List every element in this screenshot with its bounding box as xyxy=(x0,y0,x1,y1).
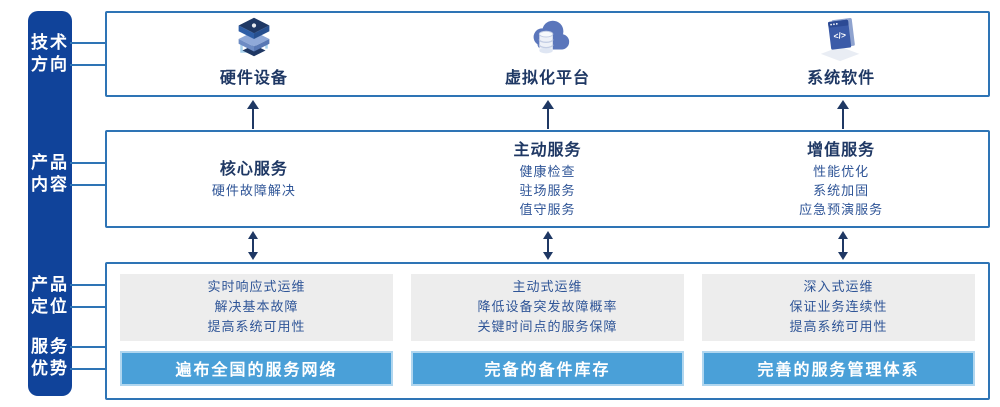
sidebar-label-tech-direction-2: 方向 xyxy=(31,55,69,74)
up-arrow-icon xyxy=(542,100,554,129)
sidebar-label-product-positioning-2: 定位 xyxy=(31,297,69,316)
sidebar-label-tech-direction-1: 技术 xyxy=(31,33,69,52)
up-arrow-icon xyxy=(247,100,259,129)
connector-line xyxy=(70,42,107,44)
positioning-point: 实时响应式运维 xyxy=(207,279,306,295)
service-item: 健康检查 xyxy=(519,163,576,179)
connector-line xyxy=(70,306,107,308)
positioning-point: 关键时间点的服务保障 xyxy=(477,319,618,335)
positioning-point: 提高系统可用性 xyxy=(789,319,888,335)
code-window-icon: </> xyxy=(820,18,860,62)
tech-item-virtualization: 虚拟化平台 xyxy=(401,13,695,95)
connector-line xyxy=(70,184,107,186)
product-content-panel: 核心服务 硬件故障解决 主动服务 健康检查 驻场服务 值守服务 增值服务 性能优… xyxy=(105,130,990,228)
category-sidebar xyxy=(28,11,72,396)
connector-line xyxy=(70,368,107,370)
advantage-bar: 完备的备件库存 xyxy=(411,350,684,386)
positioning-column-realtime: 实时响应式运维 解决基本故障 提高系统可用性 遍布全国的服务网络 xyxy=(120,274,393,386)
double-headed-arrow-icon xyxy=(543,231,553,260)
positioning-point: 降低设备突发故障概率 xyxy=(477,299,618,315)
tech-item-system-software: </> 系统软件 xyxy=(694,13,988,95)
service-item: 性能优化 xyxy=(813,163,870,179)
sidebar-label-service-advantage-2: 优势 xyxy=(31,359,69,378)
service-item: 系统加固 xyxy=(813,182,870,198)
product-positioning-panel: 实时响应式运维 解决基本故障 提高系统可用性 遍布全国的服务网络 主动式运维 降… xyxy=(105,262,990,400)
tech-item-hardware: 硬件设备 xyxy=(107,13,401,95)
server-stack-icon xyxy=(238,17,270,57)
tech-item-label: 虚拟化平台 xyxy=(505,70,591,87)
sidebar-label-service-advantage-1: 服务 xyxy=(31,337,69,356)
advantage-bar: 遍布全国的服务网络 xyxy=(120,350,393,386)
up-arrow-icon xyxy=(837,100,849,129)
service-column-value-added: 增值服务 性能优化 系统加固 应急预演服务 xyxy=(694,132,988,226)
sidebar-label-product-positioning-1: 产品 xyxy=(31,275,69,294)
cloud-database-icon xyxy=(533,20,569,54)
connector-line xyxy=(70,284,107,286)
positioning-point: 主动式运维 xyxy=(512,279,583,295)
positioning-points-box: 深入式运维 保证业务连续性 提高系统可用性 xyxy=(702,274,975,341)
sidebar-label-product-content-2: 内容 xyxy=(31,175,69,194)
service-item: 驻场服务 xyxy=(519,182,576,198)
positioning-points-box: 实时响应式运维 解决基本故障 提高系统可用性 xyxy=(120,274,393,341)
advantage-bar: 完善的服务管理体系 xyxy=(702,350,975,386)
tech-direction-panel: 硬件设备 虚拟化平台 xyxy=(105,11,990,97)
positioning-point: 解决基本故障 xyxy=(214,299,299,315)
connector-line xyxy=(70,346,107,348)
service-column-title: 核心服务 xyxy=(219,160,288,178)
positioning-point: 提高系统可用性 xyxy=(207,319,306,335)
tech-item-label: 硬件设备 xyxy=(219,70,288,87)
service-item: 应急预演服务 xyxy=(799,201,884,217)
positioning-points-box: 主动式运维 降低设备突发故障概率 关键时间点的服务保障 xyxy=(411,274,684,341)
connector-line xyxy=(70,162,107,164)
double-headed-arrow-icon xyxy=(838,231,848,260)
connector-line xyxy=(70,64,107,66)
positioning-point: 保证业务连续性 xyxy=(789,299,888,315)
tech-item-label: 系统软件 xyxy=(807,70,876,87)
service-column-proactive: 主动服务 健康检查 驻场服务 值守服务 xyxy=(401,132,695,226)
positioning-point: 深入式运维 xyxy=(803,279,874,295)
sidebar-label-product-content-1: 产品 xyxy=(31,153,69,172)
service-column-title: 主动服务 xyxy=(513,141,582,159)
positioning-column-indepth: 深入式运维 保证业务连续性 提高系统可用性 完善的服务管理体系 xyxy=(702,274,975,386)
service-column-title: 增值服务 xyxy=(807,141,876,159)
service-item: 硬件故障解决 xyxy=(211,182,296,198)
svg-text:</>: </> xyxy=(833,30,847,41)
positioning-column-proactive: 主动式运维 降低设备突发故障概率 关键时间点的服务保障 完备的备件库存 xyxy=(411,274,684,386)
service-item: 值守服务 xyxy=(519,201,576,217)
double-headed-arrow-icon xyxy=(248,231,258,260)
service-column-core: 核心服务 硬件故障解决 xyxy=(107,132,401,226)
